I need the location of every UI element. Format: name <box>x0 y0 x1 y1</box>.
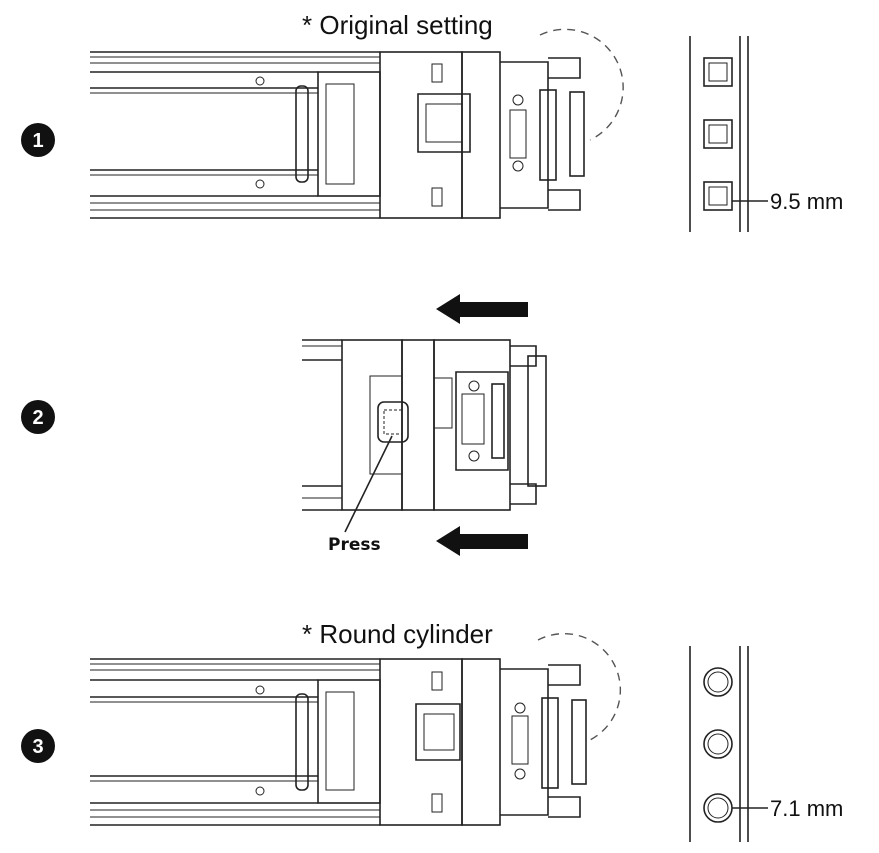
press-label: Press <box>328 535 381 555</box>
step-2: 2 <box>21 294 547 556</box>
step-2-number: 2 <box>32 407 43 429</box>
step-1-number: 1 <box>32 130 43 152</box>
rack-hole-panel-3 <box>689 646 768 842</box>
step-1-badge: 1 <box>21 123 55 157</box>
step-3-badge: 3 <box>21 729 55 763</box>
slide-direction-arrow-top <box>436 294 528 324</box>
square-hole-measure: 9.5 mm <box>770 189 843 214</box>
step-1: 1 * Original setting <box>21 10 843 232</box>
step-2-badge: 2 <box>21 400 55 434</box>
step-3-caption: * Round cylinder <box>302 619 493 649</box>
rail-illustration-1 <box>90 28 624 219</box>
step-3-number: 3 <box>32 736 43 758</box>
rail-closeup-illustration <box>302 339 547 533</box>
step-1-caption: * Original setting <box>302 10 493 40</box>
round-hole-measure: 7.1 mm <box>770 796 843 821</box>
step-3: 3 * Round cylinder <box>21 619 843 842</box>
rail-illustration-3 <box>90 633 622 826</box>
rack-hole-panel-1 <box>689 36 768 232</box>
slide-direction-arrow-bottom <box>436 526 528 556</box>
